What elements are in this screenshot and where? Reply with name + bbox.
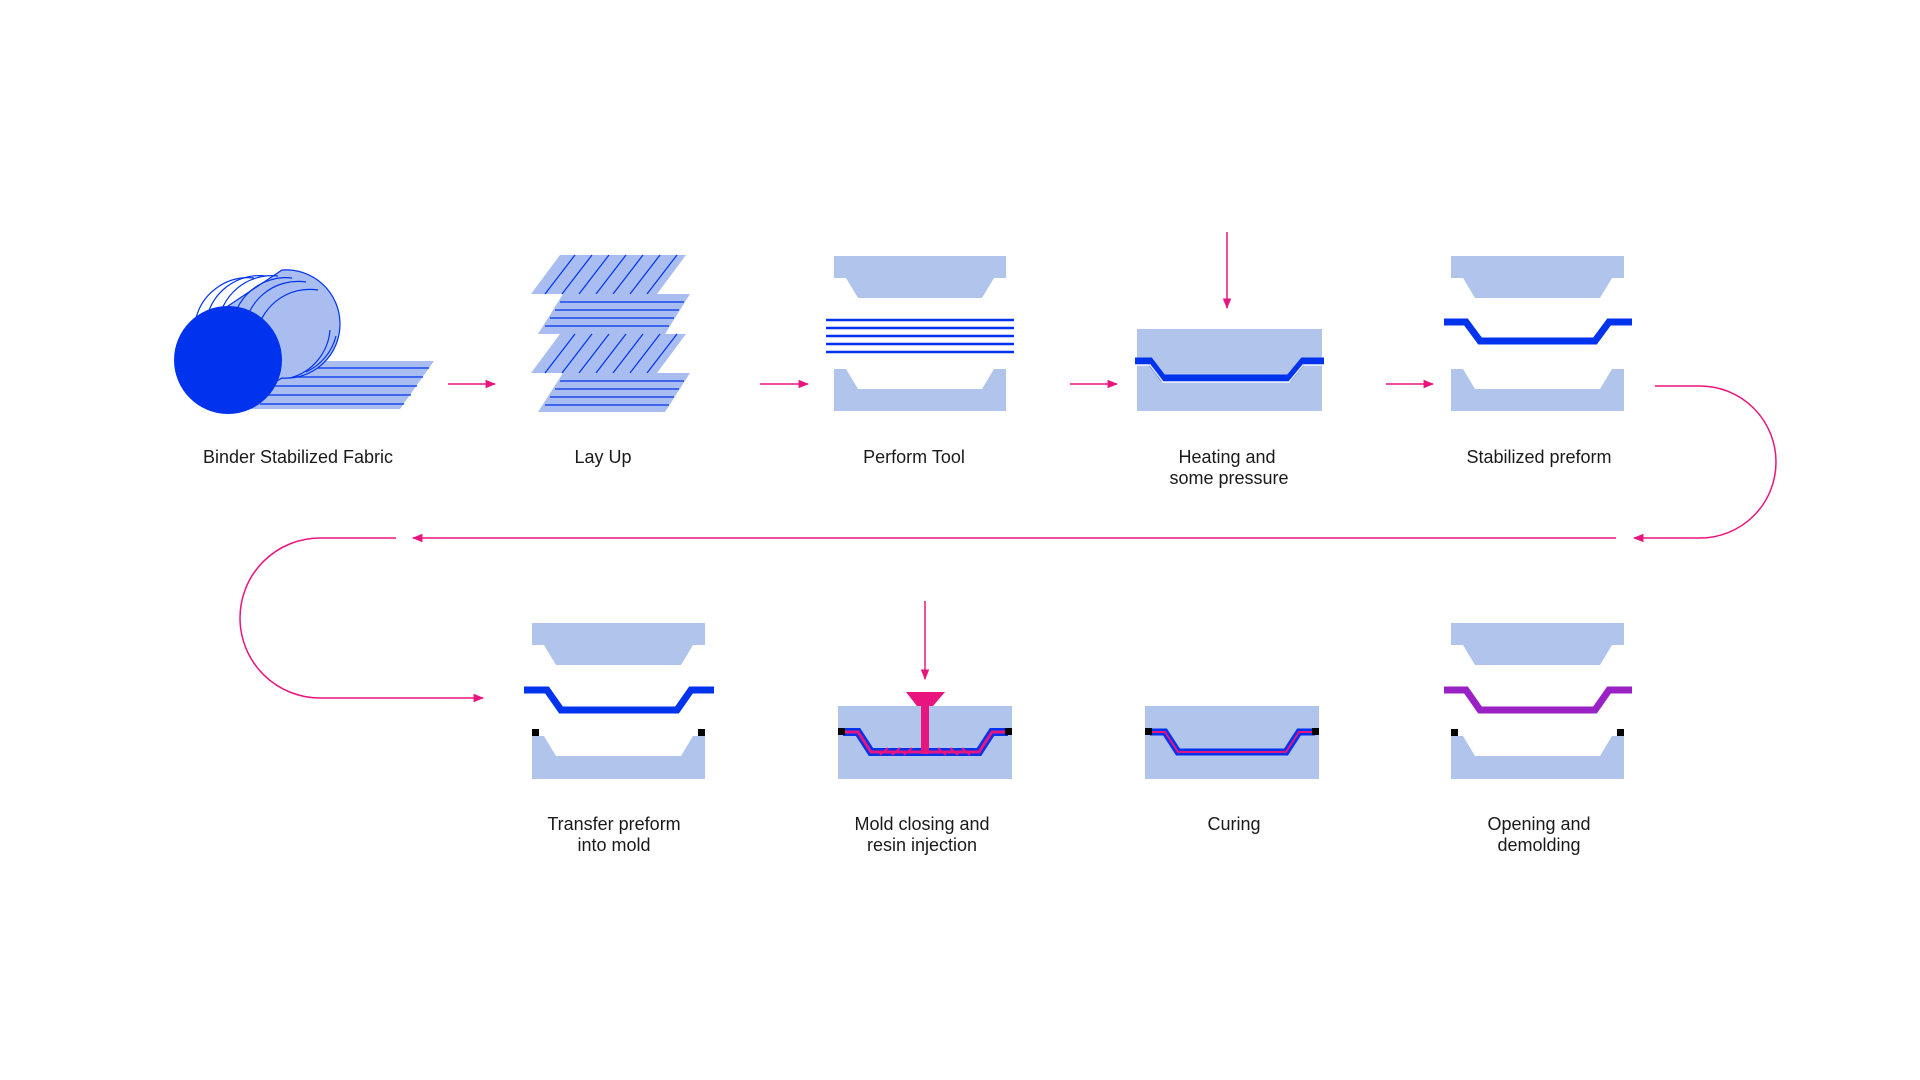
lower-mold (532, 736, 705, 779)
fabric-roll (174, 269, 434, 414)
upper-mold (834, 256, 1006, 298)
flow-arrows (239, 379, 1777, 703)
lower-mold (1451, 369, 1624, 411)
label-heating-line-1: Heating and (1178, 447, 1275, 467)
label-transfer-line-2: into mold (577, 835, 650, 855)
layer-1 (531, 254, 686, 295)
label-heating-line-2: some pressure (1169, 468, 1288, 488)
upper-mold (1451, 256, 1624, 298)
layer-4 (538, 373, 690, 412)
label-demolding-line-2: demolding (1497, 835, 1580, 855)
label-stabilized-preform: Stabilized preform (1466, 447, 1611, 467)
upper-mold (532, 623, 705, 665)
label-injection-line-2: resin injection (867, 835, 977, 855)
label-injection-line-1: Mold closing and (854, 814, 989, 834)
preform-part (524, 686, 714, 714)
upper-mold (1451, 623, 1624, 665)
curing-tool (1145, 706, 1319, 779)
seal-left (532, 729, 539, 736)
label-binder-stabilized-fabric: Binder Stabilized Fabric (203, 447, 393, 467)
label-demolding-line-1: Opening and (1487, 814, 1590, 834)
seal-left (1451, 729, 1458, 736)
arrow-row-wrap-left (239, 537, 485, 703)
resin-flow-lines (879, 747, 971, 756)
resin-injection-tool (838, 601, 1012, 779)
layer-3 (531, 333, 686, 374)
label-curing: Curing (1207, 814, 1260, 834)
lower-mold (834, 369, 1006, 411)
seal-right (1312, 728, 1319, 735)
lower-mold (1451, 736, 1624, 779)
cured-part (1444, 686, 1632, 714)
resin-funnel (906, 692, 945, 754)
pressed-preform (1135, 357, 1324, 382)
demolding-tool (1444, 623, 1632, 779)
transfer-preform-tool (524, 623, 714, 779)
heated-press (1135, 232, 1324, 411)
seal-left (838, 728, 845, 735)
label-transfer-line-1: Transfer preform (547, 814, 680, 834)
label-perform-tool: Perform Tool (863, 447, 965, 467)
step-labels: Binder Stabilized Fabric Lay Up Perform … (203, 447, 1612, 855)
perform-tool (826, 256, 1014, 411)
label-lay-up: Lay Up (574, 447, 631, 467)
fabric-layers (826, 318, 1014, 354)
seal-right (698, 729, 705, 736)
stabilized-preform-part (1444, 318, 1632, 345)
arrow-row-wrap-right (1632, 385, 1777, 543)
layer-2 (538, 294, 690, 334)
lay-up-stack (531, 254, 690, 412)
seal-right (1005, 728, 1012, 735)
seal-left (1145, 728, 1152, 735)
fabric-roll-end (174, 306, 282, 414)
seal-right (1617, 729, 1624, 736)
stabilized-preform-tool (1444, 256, 1632, 411)
